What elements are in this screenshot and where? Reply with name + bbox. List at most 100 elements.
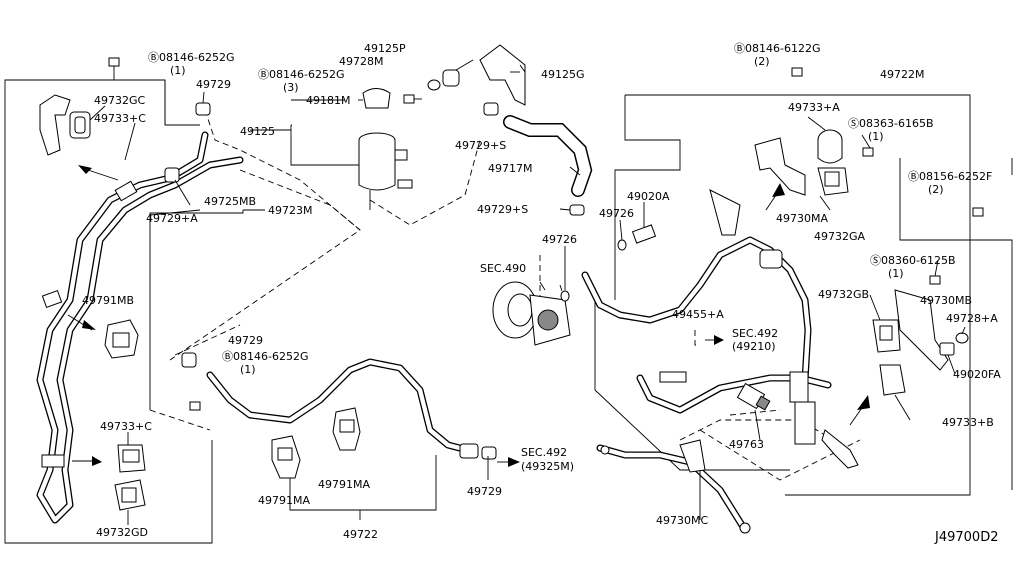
pump-sec490[interactable] <box>492 281 571 346</box>
label-49722: 49722 <box>343 528 378 541</box>
label-49733B: 49733+B <box>942 416 994 429</box>
label-qty: (2) <box>928 183 944 196</box>
label-49455A: 49455+A <box>672 308 724 321</box>
screw-08360-6125B[interactable] <box>929 275 941 285</box>
label-49728A: 49728+A <box>946 312 998 325</box>
label-49732GD: 49732GD <box>96 526 148 539</box>
clamp-49729-low[interactable] <box>481 446 497 460</box>
label-49729S-b: 49729+S <box>477 203 528 216</box>
bolt-49020A[interactable] <box>631 224 657 244</box>
label-49791MA: 49791MA <box>258 494 310 507</box>
clamp-49729-top[interactable] <box>195 102 211 116</box>
clamp-49455A[interactable] <box>659 371 687 383</box>
label-qty: (2) <box>754 55 770 68</box>
diagram-id: J49700D2 <box>934 530 998 545</box>
label-49726: 49726 <box>599 207 634 220</box>
label-49730MB: 49730MB <box>920 294 972 307</box>
label-08156-6252F: Ⓑ08156-6252F <box>908 170 992 183</box>
label-49730MC: 49730MC <box>656 514 708 527</box>
bolt-08156-6252F[interactable] <box>972 207 984 217</box>
label-49733A: 49733+A <box>788 101 840 114</box>
label-sec492-low: SEC.492 <box>521 446 567 459</box>
arrows-left <box>67 165 119 466</box>
label-qty: (1) <box>240 363 256 376</box>
clip-49791MB[interactable] <box>104 319 139 359</box>
clamp-49729S-a[interactable] <box>483 102 499 116</box>
bolt-08146-6122G[interactable] <box>791 67 803 77</box>
label-49733C: 49733+C <box>94 112 146 125</box>
label-49732GB: 49732GB <box>818 288 869 301</box>
frame-lines <box>4 79 1013 544</box>
label-sec492-low-qty: (49325M) <box>521 460 574 473</box>
pipe-49722[interactable] <box>206 358 479 459</box>
label-08146-6122G: Ⓑ08146-6122G <box>734 42 820 55</box>
bracket-49730MA[interactable] <box>754 137 806 196</box>
bracket-49125G[interactable] <box>479 44 526 106</box>
bolt-49020FA[interactable] <box>939 342 955 356</box>
clip-49732GD[interactable] <box>114 479 146 511</box>
label-sec492-mid: SEC.492 <box>732 327 778 340</box>
hose-49717M[interactable] <box>503 115 593 216</box>
clip-49733A[interactable] <box>817 129 843 164</box>
nut-49728A[interactable] <box>955 332 969 344</box>
label-49725MB: 49725MB <box>204 195 256 208</box>
clip-49733B[interactable] <box>879 364 906 396</box>
part-49125P[interactable] <box>427 69 460 91</box>
bracket-49730MB[interactable] <box>894 289 949 371</box>
label-qty: (1) <box>888 267 904 280</box>
clamp-shape <box>41 289 63 309</box>
bolt-08146-6252G-mid[interactable] <box>403 94 422 104</box>
label-08363-6165B: Ⓢ08363-6165B <box>848 117 934 130</box>
label-49791MA-b: 49791MA <box>318 478 370 491</box>
hose-pressure[interactable] <box>581 189 832 445</box>
clamp-shape <box>41 454 65 468</box>
clip-49791MA-a[interactable] <box>271 435 301 479</box>
label-qty: (1) <box>170 64 186 77</box>
label-49729A: 49729+A <box>146 212 198 225</box>
clamp-49729A[interactable] <box>164 167 180 183</box>
clip-49733C-lower[interactable] <box>117 444 146 473</box>
bolt-08146-6252G-low[interactable] <box>189 401 201 411</box>
clip-49732GA[interactable] <box>817 167 849 196</box>
reservoir-49181M[interactable] <box>358 88 413 211</box>
label-49728M: 49728M <box>339 55 383 68</box>
bracket-49730MC[interactable] <box>596 439 751 534</box>
label-49125G: 49125G <box>541 68 585 81</box>
label-49723M: 49723M <box>268 204 312 217</box>
label-49125: 49125 <box>240 125 275 138</box>
label-08146-6252G-top: Ⓑ08146-6252G <box>148 51 234 64</box>
label-49726-b: 49726 <box>542 233 577 246</box>
bracket-lower-right[interactable] <box>821 429 859 469</box>
label-49732GC: 49732GC <box>94 94 146 107</box>
labels: Ⓑ08146-6252G (1) 49729 49732GC 49733+C 4… <box>82 42 1001 545</box>
label-sec490: SEC.490 <box>480 262 526 275</box>
clip-49732GB[interactable] <box>872 319 901 353</box>
label-qty: (1) <box>868 130 884 143</box>
leader-lines <box>89 59 966 525</box>
label-49732GA: 49732GA <box>814 230 866 243</box>
label-49717M: 49717M <box>488 162 532 175</box>
label-49729S: 49729+S <box>455 139 506 152</box>
label-49730MA: 49730MA <box>776 212 828 225</box>
label-08146-6252G-low: Ⓑ08146-6252G <box>222 350 308 363</box>
clip-49732GC[interactable] <box>39 94 91 156</box>
label-49125P: 49125P <box>364 42 406 55</box>
clip-49791MA-b[interactable] <box>332 407 361 451</box>
sensor-49763[interactable] <box>736 382 771 411</box>
label-49729: 49729 <box>196 78 231 91</box>
arrows-right <box>497 183 870 467</box>
bolt-08146-6252G-top[interactable] <box>108 57 120 80</box>
label-49729-low: 49729 <box>467 485 502 498</box>
clamp-49729-mid[interactable] <box>181 352 197 368</box>
label-sec492-mid-qty: (49210) <box>732 340 776 353</box>
label-49020A: 49020A <box>627 190 670 203</box>
label-49791MB: 49791MB <box>82 294 134 307</box>
pipe-49723M[interactable] <box>36 131 244 524</box>
label-08360-6125B: Ⓢ08360-6125B <box>870 254 956 267</box>
screw-08363-6165B[interactable] <box>862 147 874 157</box>
label-08146-6252G-mid: Ⓑ08146-6252G <box>258 68 344 81</box>
label-49020FA: 49020FA <box>953 368 1001 381</box>
label-49181M: 49181M <box>306 94 350 107</box>
